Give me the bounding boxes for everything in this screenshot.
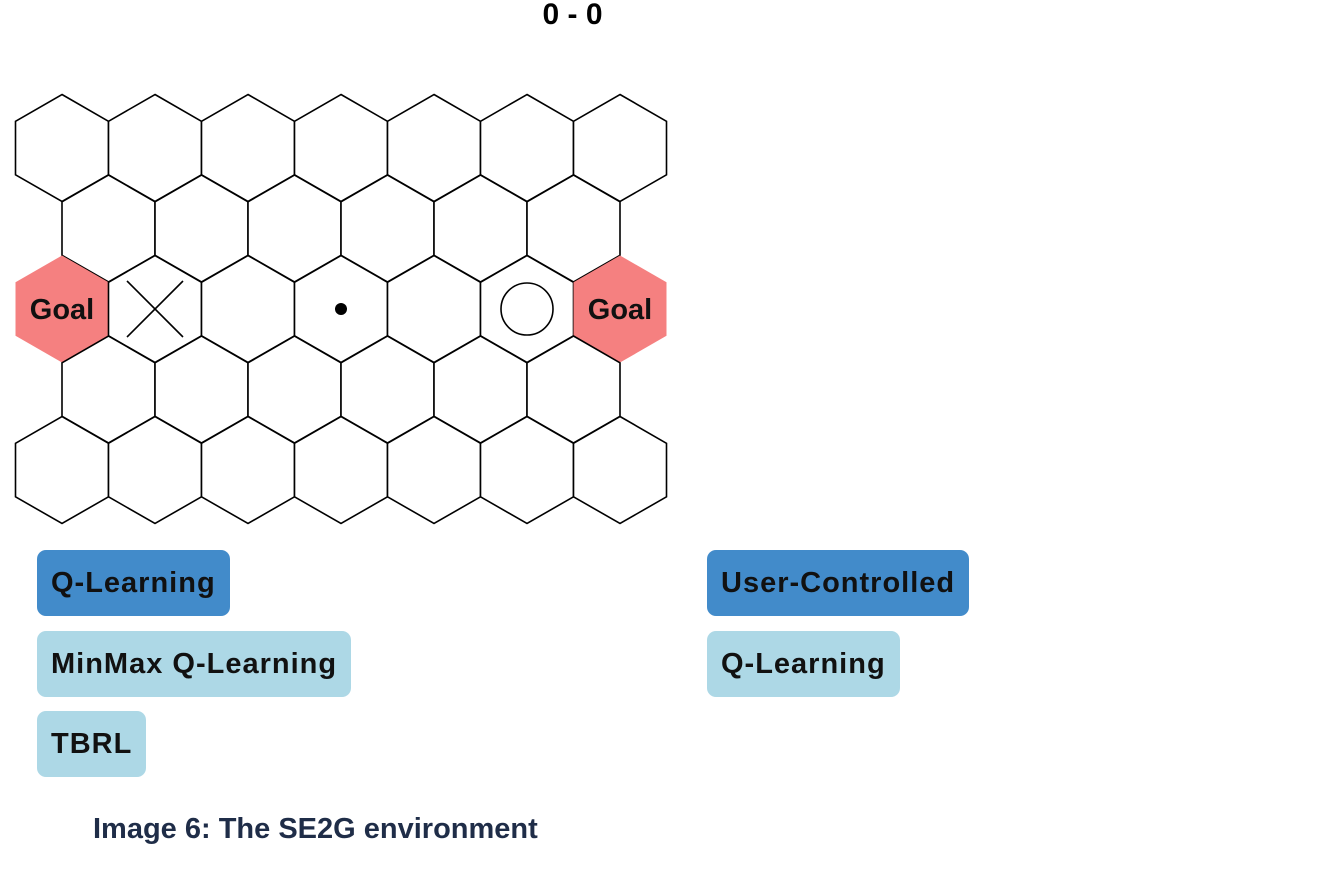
goal-cell[interactable] bbox=[15, 255, 109, 363]
circle-piece-icon bbox=[500, 282, 554, 336]
goal-label: Goal bbox=[30, 294, 94, 326]
ball-icon bbox=[335, 303, 347, 315]
hex-board[interactable]: Goal Goal bbox=[0, 0, 700, 540]
right-agent-user-controlled-button[interactable]: User-Controlled bbox=[707, 550, 970, 616]
cross-piece-icon bbox=[126, 280, 184, 338]
hex-cell[interactable] bbox=[572, 415, 668, 525]
left-agent-tbrl-button[interactable]: TBRL bbox=[37, 711, 147, 777]
left-agent-minmax-q-learning-button[interactable]: MinMax Q-Learning bbox=[37, 631, 352, 697]
figure-caption: Image 6: The SE2G environment bbox=[93, 813, 538, 845]
goal-cell[interactable] bbox=[573, 255, 667, 363]
left-agent-q-learning-button[interactable]: Q-Learning bbox=[37, 550, 230, 616]
score-display: 0 - 0 bbox=[542, 0, 603, 31]
right-agent-q-learning-button[interactable]: Q-Learning bbox=[707, 631, 900, 697]
goal-label: Goal bbox=[588, 294, 652, 326]
